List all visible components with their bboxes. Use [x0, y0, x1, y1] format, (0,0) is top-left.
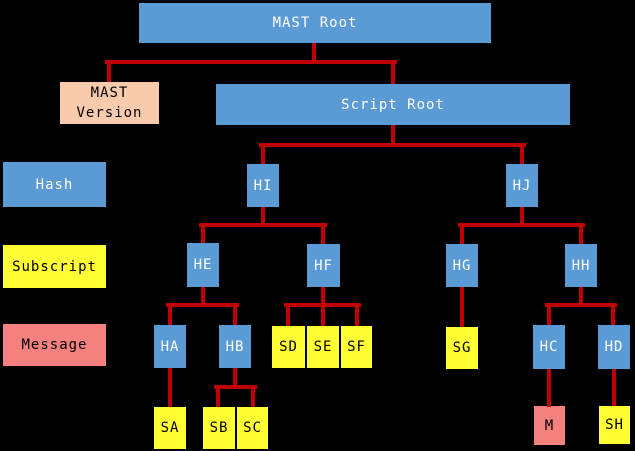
- node-se: SE: [307, 326, 339, 368]
- connector-line: [579, 287, 583, 307]
- connector-line: [233, 368, 237, 387]
- connector-line: [579, 223, 583, 244]
- connector-line: [611, 303, 615, 325]
- connector-line: [547, 303, 551, 325]
- connector-line: [251, 385, 255, 407]
- node-hd: HD: [598, 325, 630, 369]
- connector-line: [107, 60, 111, 82]
- legend-subscript: Subscript: [3, 245, 106, 288]
- node-sc: SC: [237, 407, 268, 449]
- node-hj: HJ: [506, 164, 538, 207]
- node-ha: HA: [154, 325, 186, 368]
- connector-line: [520, 143, 524, 164]
- node-sb: SB: [203, 407, 235, 449]
- node-script-root: Script Root: [216, 84, 570, 125]
- connector-line: [460, 287, 464, 327]
- connector-line: [284, 303, 361, 307]
- node-m: M: [534, 406, 565, 445]
- connector-line: [391, 60, 395, 84]
- connector-line: [355, 303, 359, 326]
- connector-line: [545, 303, 617, 307]
- connector-line: [259, 143, 526, 147]
- connector-line: [166, 303, 239, 307]
- node-sa: SA: [154, 407, 186, 449]
- node-sh: SH: [599, 406, 630, 444]
- connector-line: [201, 223, 205, 243]
- connector-line: [286, 303, 290, 326]
- connector-line: [312, 43, 316, 64]
- node-he: HE: [187, 243, 219, 287]
- node-hc: HC: [533, 325, 565, 369]
- connector-line: [168, 368, 172, 407]
- connector-line: [214, 385, 257, 389]
- connector-line: [520, 207, 524, 227]
- node-sf: SF: [341, 326, 372, 368]
- connector-line: [547, 369, 551, 407]
- node-mast-root: MAST Root: [139, 3, 491, 43]
- connector-line: [216, 385, 220, 407]
- connector-line: [233, 303, 237, 325]
- node-hf: HF: [307, 244, 340, 287]
- node-hb: HB: [219, 325, 251, 368]
- connector-line: [458, 223, 585, 227]
- connector-line: [261, 143, 265, 164]
- connector-line: [105, 60, 397, 64]
- legend-hash: Hash: [3, 162, 106, 207]
- connector-line: [168, 303, 172, 325]
- node-hg: HG: [446, 244, 478, 287]
- node-hi: HI: [247, 164, 279, 207]
- connector-line: [321, 223, 325, 244]
- connector-line: [201, 287, 205, 307]
- node-sg: SG: [446, 327, 478, 369]
- connector-line: [391, 125, 395, 147]
- connector-line: [199, 223, 327, 227]
- node-hh: HH: [565, 244, 597, 287]
- node-sd: SD: [272, 326, 305, 368]
- connector-line: [261, 207, 265, 227]
- connector-line: [612, 369, 616, 406]
- legend-message: Message: [3, 324, 106, 366]
- connector-line: [460, 223, 464, 244]
- node-mast-version: MAST Version: [60, 82, 159, 124]
